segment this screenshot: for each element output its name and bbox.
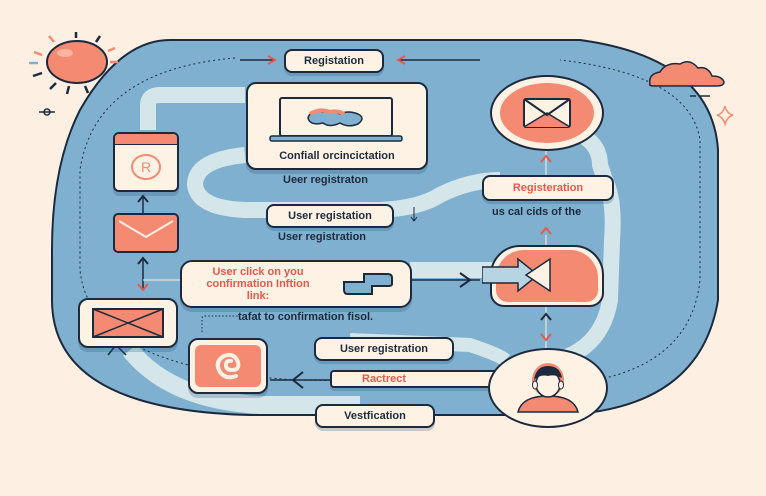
laptop-card[interactable]: Confiall orcincictation — [246, 82, 428, 170]
play-card[interactable] — [482, 245, 604, 307]
sun-icon — [29, 32, 118, 95]
user-avatar-icon — [517, 363, 579, 413]
sparkle-icon-right — [716, 105, 734, 127]
user-registration-box-2[interactable]: User registration — [314, 337, 454, 361]
arrow-down-small-icon — [410, 207, 418, 222]
arrow-up-3 — [540, 154, 552, 163]
registration-title-box[interactable]: Registation — [284, 49, 384, 73]
envelope-icon — [118, 220, 174, 239]
registration-box-label: Registeration — [512, 182, 584, 194]
user-avatar-badge[interactable] — [488, 348, 608, 428]
verification-box[interactable]: Vestfication — [315, 404, 435, 428]
registration-box[interactable]: Registeration — [482, 175, 614, 201]
registered-icon: R — [131, 154, 161, 180]
user-registration-box[interactable]: User registation — [266, 204, 394, 228]
arrow-up-2 — [137, 256, 149, 265]
flow-path-loop — [186, 147, 501, 218]
laptop-caption: Confiall orcincictation — [279, 150, 395, 162]
envelope-card-bottom[interactable] — [78, 298, 178, 348]
svg-text:R: R — [141, 159, 151, 175]
laptop-icon — [269, 97, 403, 142]
arrow-up-5 — [540, 312, 552, 321]
link-icon — [343, 273, 393, 295]
arrow-up-4 — [540, 226, 552, 235]
flow-path-top — [140, 87, 245, 130]
dotted-track-line — [79, 57, 701, 386]
verification-box-label: Vestfication — [344, 410, 406, 422]
arrow-head-right — [267, 55, 278, 65]
click-confirmation-link-box[interactable]: User click on you confirmation Inftion l… — [180, 260, 412, 308]
at-sign-card[interactable] — [188, 338, 268, 394]
envelope-icon — [523, 98, 571, 128]
arrow-down-2 — [137, 283, 149, 292]
user-registration-caption-1: Ueer registraton — [283, 174, 368, 186]
redirect-box-label: Ractrect — [362, 373, 407, 385]
play-icon — [482, 257, 551, 293]
arrow-up-1 — [137, 194, 149, 203]
envelope-icon — [92, 308, 164, 338]
click-confirmation-link-text: User click on you confirmation Inftion l… — [188, 266, 328, 302]
arrow-down-5 — [540, 333, 552, 342]
email-step-caption: us cal cids of the — [492, 206, 582, 218]
registered-card-header — [115, 134, 177, 145]
cloud-icon — [648, 61, 725, 97]
click-link-line-3: link: — [246, 290, 270, 302]
click-link-line-1: User click on you — [212, 266, 304, 278]
registration-title-label: Registation — [304, 55, 364, 67]
flow-path-mid2 — [349, 333, 510, 366]
arrow-right-middle — [459, 272, 472, 288]
flow-path-right — [529, 122, 621, 373]
envelope-card-left[interactable] — [113, 213, 179, 253]
user-registration-box-label: User registation — [288, 210, 372, 222]
at-sign-icon — [215, 352, 241, 380]
user-registration-box-2-label: User registration — [339, 343, 429, 355]
arrow-left-redirect — [291, 371, 304, 389]
click-link-line-2: confirmation Inftion — [206, 278, 310, 290]
flow-path-bottom — [122, 344, 360, 414]
email-badge-top[interactable] — [490, 75, 604, 151]
arrow-head-left — [395, 55, 406, 65]
redirect-caption: tafat to confirmation fisol. — [238, 311, 374, 323]
sparkle-icon-left — [39, 108, 55, 116]
user-registration-caption-2: User registration — [278, 231, 367, 243]
registered-card[interactable]: R — [113, 132, 179, 192]
dotted-connector-icon — [201, 315, 238, 332]
